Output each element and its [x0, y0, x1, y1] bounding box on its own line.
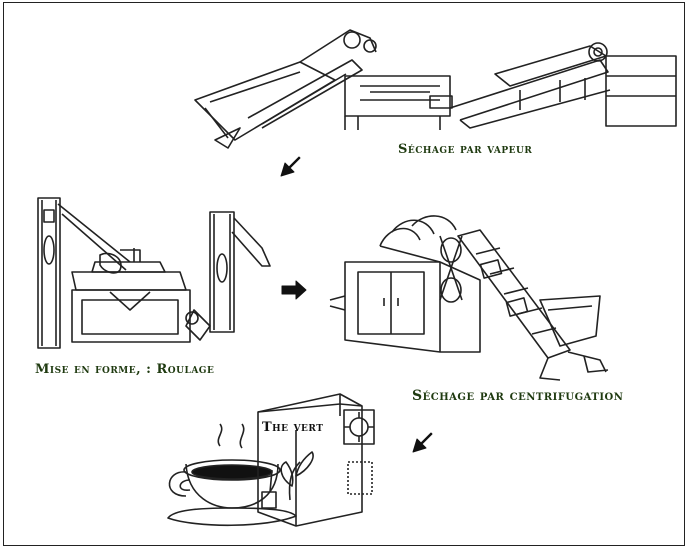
arrow-icon [280, 156, 301, 177]
centrifuge-dryer-icon [329, 215, 609, 381]
label-tea-box: The vert [262, 420, 324, 435]
tea-box-icon [257, 393, 375, 527]
label-steam-drying: Séchage par vapeur [398, 142, 533, 157]
label-shaping-rolling: Mise en forme, : Roulage [35, 362, 215, 377]
steamer-machine-icon [194, 29, 677, 149]
label-centrifugal-drying: Séchage par centrifugation [412, 388, 624, 404]
rolling-machine-icon [37, 197, 271, 349]
arrow-icon [281, 280, 307, 300]
diagram-frame [3, 2, 685, 546]
arrow-icon [412, 432, 433, 453]
tea-cup-icon [167, 423, 297, 527]
